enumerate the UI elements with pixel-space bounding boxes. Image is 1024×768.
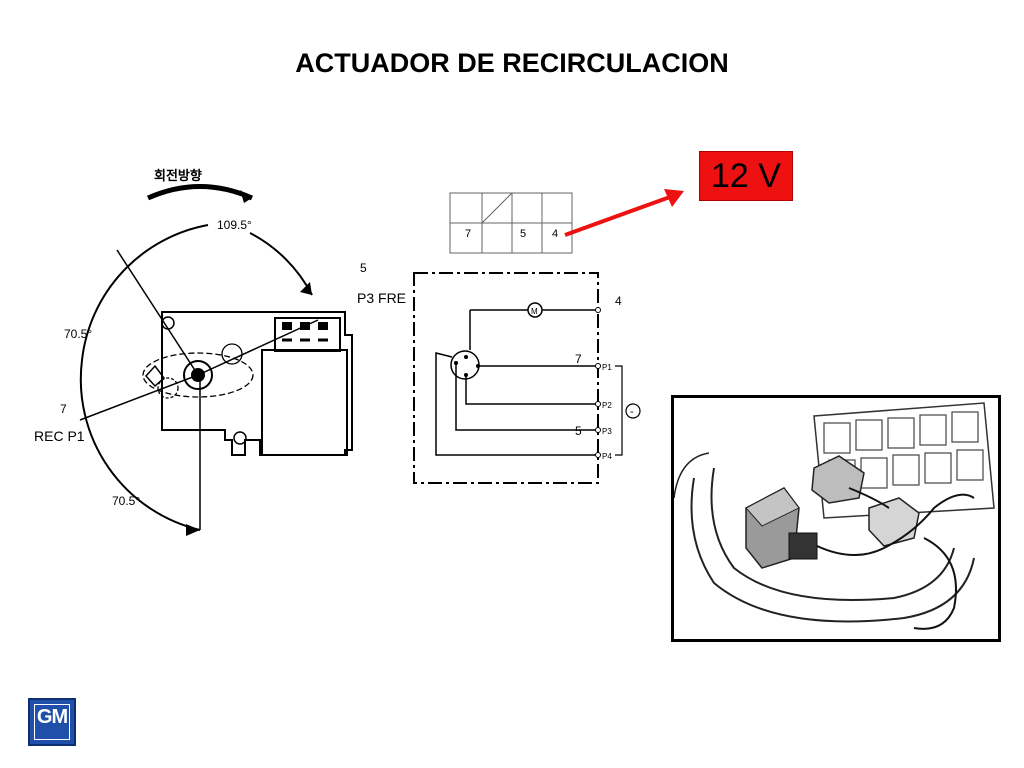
terminal-7-label: 7 xyxy=(575,352,582,366)
motor-symbol xyxy=(527,302,543,318)
voltage-badge: 12 V xyxy=(699,151,793,201)
pin-p1-label: P1 xyxy=(602,363,612,372)
connector-pin-5: 5 xyxy=(520,228,526,240)
page-title: ACTUADOR DE RECIRCULACION xyxy=(295,48,729,78)
connector-view: 7 5 4 xyxy=(449,192,573,254)
position-fre-label: P3 FRE xyxy=(357,290,406,306)
pin-p3-label: P3 xyxy=(602,427,612,436)
gm-logo-text: GM xyxy=(36,706,68,728)
connector-pin-4: 4 xyxy=(552,228,558,240)
label-5-top: 5 xyxy=(360,261,367,275)
pin-p2-label: P2 xyxy=(602,401,612,410)
pin-p4-label: P4 xyxy=(602,452,612,461)
position-rec-label: REC P1 xyxy=(34,428,85,444)
rotation-direction-label: 회전방향 xyxy=(154,168,202,183)
wiring-schematic: M 4 7 5 P1 P2 P3 P4 - xyxy=(413,272,641,484)
angle-left-label: 70.5° xyxy=(64,327,92,341)
angle-top-label: 109.5° xyxy=(217,218,252,232)
actuator-drawing: 회전방향 109.5° 70.5° 70.5° 5 P3 FRE 7 REC P… xyxy=(34,168,406,536)
connector-pin-7: 7 xyxy=(465,228,471,240)
gm-logo: GM xyxy=(28,698,76,746)
minus-symbol xyxy=(625,403,641,419)
actuator-body xyxy=(161,311,353,456)
terminal-4-label: 4 xyxy=(615,294,622,308)
minus-label: - xyxy=(630,406,634,418)
installed-actuator-illustration xyxy=(671,395,1001,642)
terminal-5-label: 5 xyxy=(575,424,582,438)
motor-label: M xyxy=(531,307,538,316)
voltage-arrow xyxy=(564,189,684,237)
angle-bottom-label: 70.5° xyxy=(112,494,140,508)
rotation-direction-arrow xyxy=(146,184,254,201)
rotation-arc xyxy=(249,232,313,296)
voltage-label: 12 V xyxy=(711,156,781,195)
label-7-left: 7 xyxy=(60,402,67,416)
